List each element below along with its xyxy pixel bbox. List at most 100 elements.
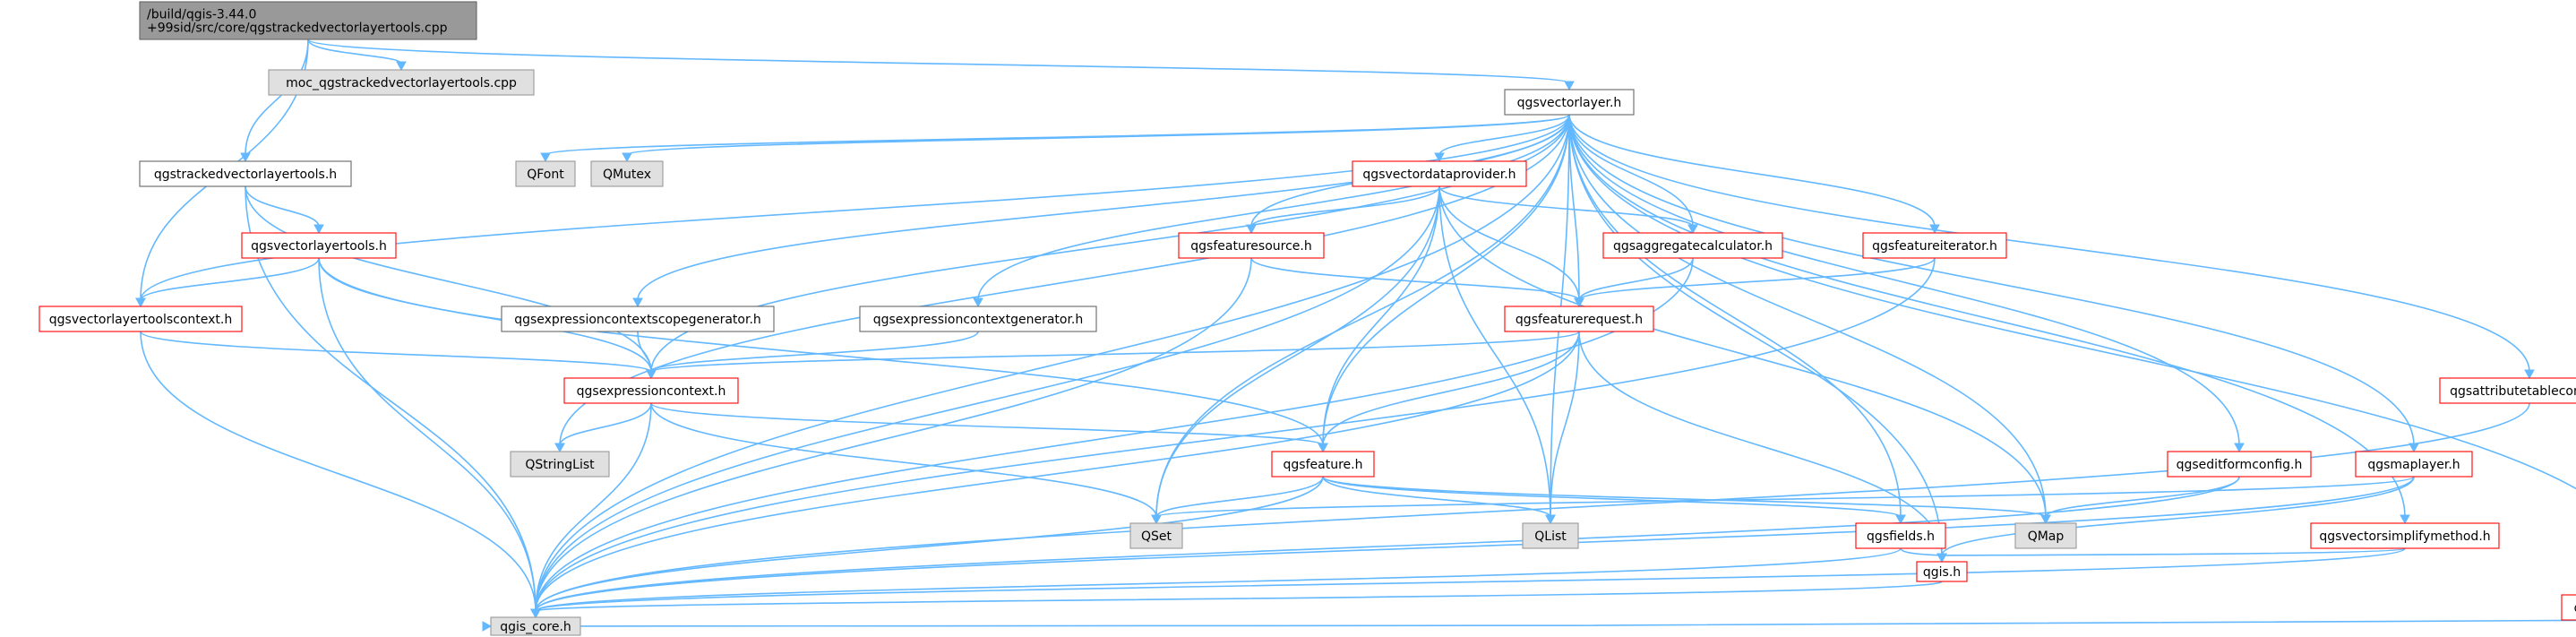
edge-qgsvectorlayer-to-qgsvectordataprovider	[1438, 114, 1570, 156]
node-box[interactable]	[39, 306, 243, 332]
node-box[interactable]	[490, 616, 581, 636]
edge-arrowhead	[482, 621, 493, 632]
node-QSet[interactable]: QSet	[1129, 522, 1183, 549]
node-label: QStringList	[525, 458, 595, 472]
edge-arrowhead	[2234, 443, 2245, 453]
node-box[interactable]	[1352, 160, 1527, 187]
node-qgsexpressioncontext[interactable]: qgsexpressioncontext.h	[563, 377, 739, 404]
edge-qgsfeatureiterator-to-qgsfeaturerequest	[1578, 257, 1936, 301]
edge-qgsexpressioncontext-to-QSet	[650, 402, 1157, 518]
node-qgsvectorlayertools[interactable]: qgsvectorlayertools.h	[241, 232, 397, 259]
edge-qgsvectorlayertools-to-qgsvectorlayertoolscontext	[140, 257, 320, 301]
node-label: qgseditformconfig.h	[2177, 458, 2303, 472]
edge-qgsvectordataprovider-to-qgis_core	[535, 185, 1440, 612]
node-label: qgsvectordataprovider.h	[1362, 168, 1516, 182]
node-qgsvectorsimplifymethod[interactable]: qgsvectorsimplifymethod.h	[2310, 522, 2500, 549]
node-box[interactable]	[1862, 232, 2007, 259]
node-qgsattributetableconfig[interactable]: qgsattributetableconfig.h	[2439, 377, 2576, 404]
edge-qgsvectorlayer-to-qgsexpressioncontextgenerator	[977, 114, 1570, 301]
node-box[interactable]	[2561, 594, 2576, 621]
edge-arrowhead	[530, 608, 541, 619]
node-box[interactable]	[501, 306, 775, 332]
node-QMutex[interactable]: QMutex	[590, 160, 664, 187]
node-box[interactable]	[2439, 377, 2576, 404]
node-box[interactable]	[1916, 561, 1968, 582]
node-qgsfeatureiterator[interactable]: qgsfeatureiterator.h	[1862, 232, 2007, 259]
edge-qgseditformconfig-to-QMap	[2045, 476, 2240, 518]
node-qgsvectorlayer[interactable]: qgsvectorlayer.h	[1504, 89, 1635, 116]
node-box[interactable]	[1504, 306, 1654, 332]
node-qgsvectorlayertoolscontext[interactable]: qgsvectorlayertoolscontext.h	[39, 306, 243, 332]
edge-qgsfeaturerequest-to-QList	[1550, 331, 1580, 518]
node-qgsmaplayer[interactable]: qgsmaplayer.h	[2355, 451, 2473, 478]
node-box[interactable]	[510, 451, 610, 478]
node-qgstracked[interactable]: qgstrackedvectorlayertools.h	[139, 160, 352, 187]
node-label: qgis.h	[1923, 565, 1961, 580]
node-box[interactable]	[2310, 522, 2500, 549]
node-box[interactable]	[2167, 451, 2312, 478]
edge-qgsexpressioncontextgenerator-to-qgsexpressioncontext	[650, 331, 979, 373]
edge-qgsvectorlayer-to-qgsfields	[1568, 114, 1902, 518]
edge-qgsvectorlayer-to-QFont	[545, 114, 1570, 156]
edge-qgsmaplayer-to-qgis_core	[535, 476, 2415, 612]
node-box[interactable]	[515, 160, 576, 187]
node-box[interactable]	[1129, 522, 1183, 549]
node-qgsfeaturesource[interactable]: qgsfeaturesource.h	[1178, 232, 1325, 259]
node-box[interactable]	[2355, 451, 2473, 478]
edge-arrowhead	[1687, 224, 1698, 235]
node-qgsexpressioncontextscopegenerator[interactable]: qgsexpressioncontextscopegenerator.h	[501, 306, 775, 332]
node-qgsaggregatecalculator[interactable]: qgsaggregatecalculator.h	[1602, 232, 1783, 259]
node-box[interactable]	[859, 306, 1097, 332]
node-qgis[interactable]: qgis.h	[1916, 561, 1968, 582]
edge-arrowhead	[396, 61, 407, 72]
edge-arrowhead	[2400, 514, 2410, 525]
node-label: qgsexpressioncontext.h	[577, 384, 726, 399]
node-label: +99sid/src/core/qgstrackedvectorlayertoo…	[147, 22, 448, 36]
node-qgseditformconfig[interactable]: qgseditformconfig.h	[2167, 451, 2312, 478]
edge-qgsabstractprofilesource-to-qgis_core	[484, 621, 2576, 627]
node-box[interactable]	[1855, 522, 1946, 549]
node-box[interactable]	[268, 69, 535, 96]
edge-qgsvectorlayer-to-qgsabstractprofilesource	[1568, 114, 2576, 490]
edge-qgsfeaturerequest-to-qgsfeature	[1322, 331, 1580, 446]
node-box[interactable]	[563, 377, 739, 404]
edge-root-to-qgstracked	[245, 39, 309, 156]
node-QMap[interactable]: QMap	[2014, 522, 2077, 549]
node-box[interactable]	[1522, 522, 1579, 549]
edge-qgsfeature-to-qgsfields	[1322, 476, 1902, 518]
node-box[interactable]	[241, 232, 397, 259]
node-qgsfeaturerequest[interactable]: qgsfeaturerequest.h	[1504, 306, 1654, 332]
node-qgsvectordataprovider[interactable]: qgsvectordataprovider.h	[1352, 160, 1527, 187]
node-QStringList[interactable]: QStringList	[510, 451, 610, 478]
edge-qgsvectorlayer-to-qgsattributetableconfig	[1568, 114, 2530, 373]
node-moc[interactable]: moc_qgstrackedvectorlayertools.cpp	[268, 69, 535, 96]
node-box[interactable]	[1504, 89, 1635, 116]
node-qgsexpressioncontextgenerator[interactable]: qgsexpressioncontextgenerator.h	[859, 306, 1097, 332]
node-QFont[interactable]: QFont	[515, 160, 576, 187]
edge-root-to-moc	[307, 39, 402, 65]
node-qgsfields[interactable]: qgsfields.h	[1855, 522, 1946, 549]
edge-qgsvectorlayertoolscontext-to-qgsexpressioncontext	[140, 331, 652, 373]
edge-qgsvectorlayer-to-QMap	[1568, 114, 2047, 518]
edge-qgis-to-qgis_core	[535, 581, 1943, 612]
edge-root-to-qgsvectorlayer	[307, 39, 1570, 84]
node-QList[interactable]: QList	[1522, 522, 1579, 549]
node-box[interactable]	[590, 160, 664, 187]
node-box[interactable]	[1602, 232, 1783, 259]
node-root[interactable]: /build/qgis-3.44.0+99sid/src/core/qgstra…	[139, 1, 477, 40]
node-box[interactable]	[139, 160, 352, 187]
edge-qgsfields-to-qgis	[1900, 547, 1943, 556]
node-qgsfeature[interactable]: qgsfeature.h	[1271, 451, 1375, 478]
edge-qgsvectorlayer-to-QMutex	[626, 114, 1570, 156]
node-qgsabstractprofilesource[interactable]: qgsabstractprofilesource.h	[2561, 594, 2576, 621]
node-label: /build/qgis-3.44.0	[147, 8, 256, 22]
edge-qgsmaplayer-to-qgis	[1941, 476, 2415, 556]
edge-qgsfeature-to-QMap	[1322, 476, 2047, 518]
node-box[interactable]	[1271, 451, 1375, 478]
node-box[interactable]	[2014, 522, 2077, 549]
node-box[interactable]	[1178, 232, 1325, 259]
node-qgis_core[interactable]: qgis_core.h	[490, 616, 581, 636]
edge-qgsexpressioncontext-to-qgis_core	[535, 402, 652, 612]
node-box[interactable]	[139, 1, 477, 40]
